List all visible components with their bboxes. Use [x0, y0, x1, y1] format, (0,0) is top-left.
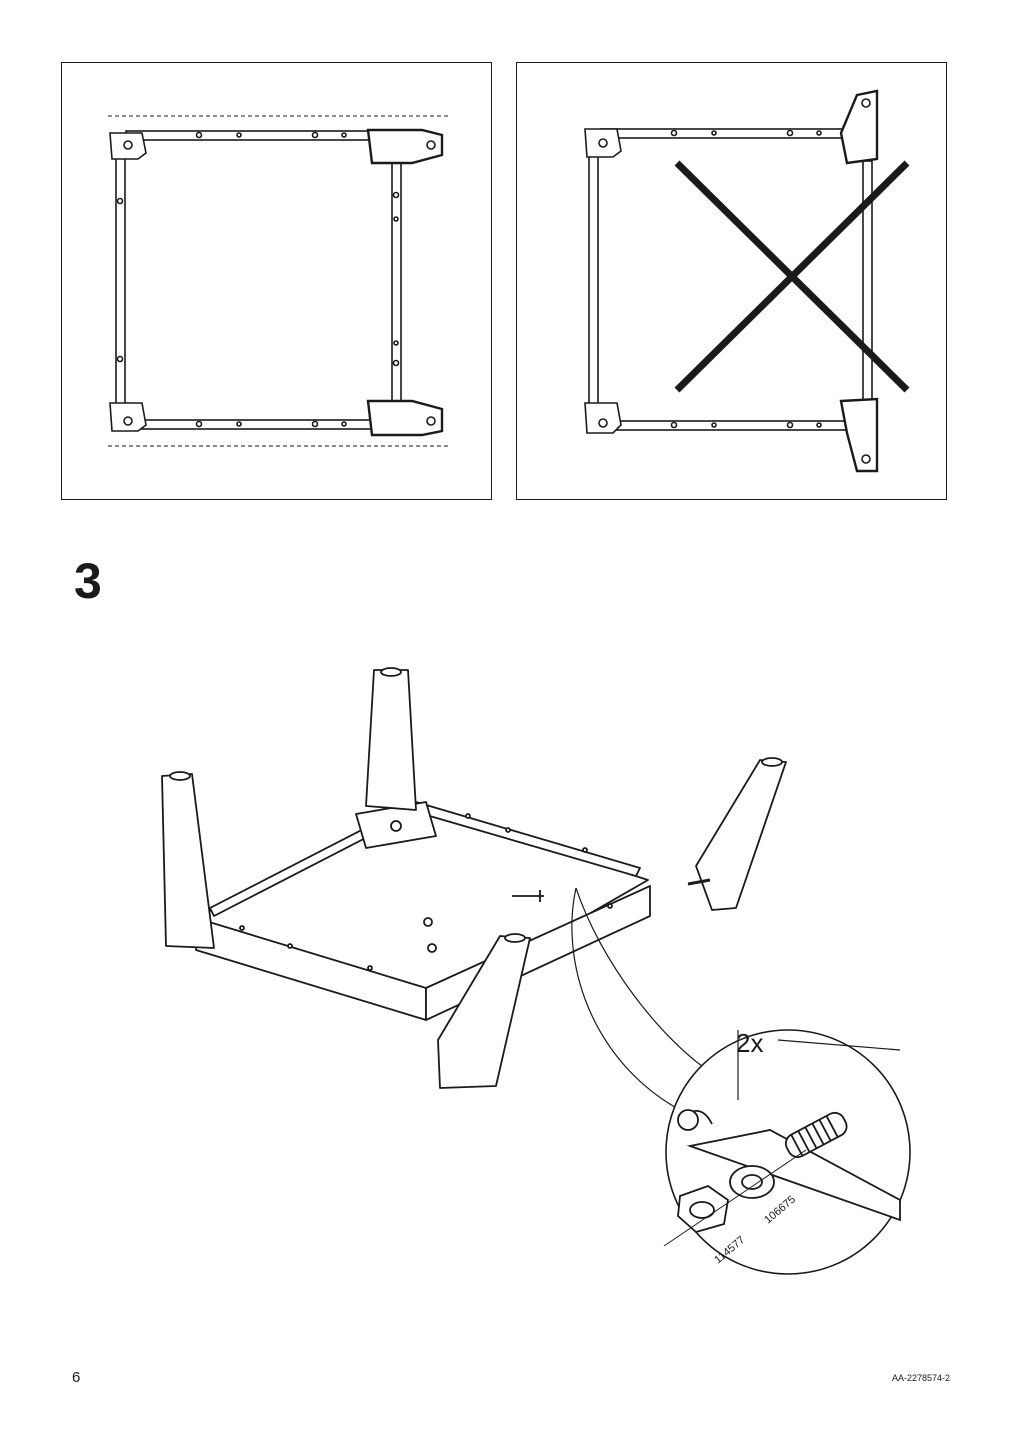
quantity-label: 2x: [736, 1028, 763, 1058]
step-number: 3: [74, 553, 102, 609]
cross-mark-line-2: [674, 160, 910, 393]
incorrect-orientation-panel: [516, 62, 947, 500]
frame-correct-drawing: [108, 115, 450, 447]
document-id: AA-2278574-2: [891, 1373, 950, 1383]
leg-assembly-illustration: 2x 114577 106675: [161, 667, 911, 1275]
page-number: 6: [72, 1369, 81, 1386]
frame-incorrect-drawing: [584, 89, 910, 473]
correct-orientation-panel: [61, 62, 492, 500]
